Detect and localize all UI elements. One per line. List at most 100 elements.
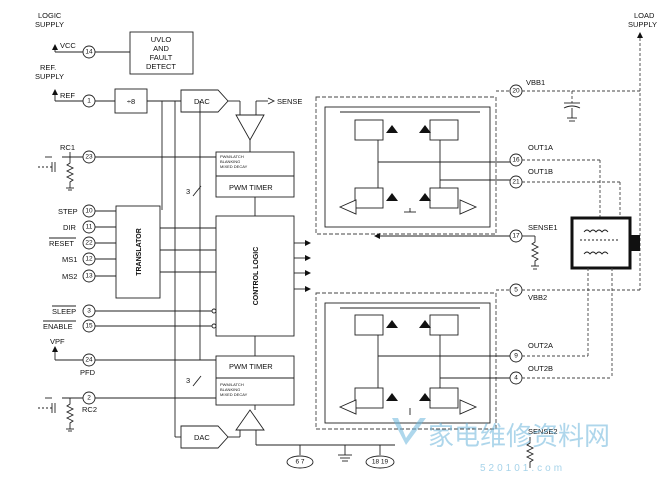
svg-text:SUPPLY: SUPPLY [628,20,657,29]
vpf-arrow-icon [52,346,58,352]
control-output-arrows [294,240,311,292]
stepper-motor-icon [570,216,640,270]
pin-ms2: MS2 13 [62,269,116,283]
dac-bottom: DAC [175,409,395,449]
svg-text:10: 10 [85,208,93,215]
ref-supply-label: REF. SUPPLY [35,63,64,95]
pin-vbb2: 5 VBB2 [496,283,640,302]
svg-text:PWM TIMER: PWM TIMER [229,362,273,371]
svg-text:5: 5 [514,287,518,294]
pwm-timer-top-block: PWM/LATCH BLANKING MIXED DECAY PWM TIMER [215,151,295,198]
svg-text:15: 15 [85,323,93,330]
svg-text:DAC: DAC [194,433,210,442]
sense-comparator-bottom [235,409,265,431]
ground-pins: 6 7 18 19 [286,445,395,469]
watermark: 家电维修资料网 520101.com [392,418,610,474]
svg-text:SUPPLY: SUPPLY [35,20,64,29]
svg-text:MIXED DECAY: MIXED DECAY [220,392,248,397]
svg-text:家电维修资料网: 家电维修资料网 [428,422,610,452]
svg-text:PWM TIMER: PWM TIMER [229,183,273,192]
sense-top: SENSE [235,97,302,152]
svg-text:SENSE1: SENSE1 [528,223,558,232]
svg-text:DIR: DIR [63,223,77,232]
logic-supply-arrow-icon [52,44,58,50]
svg-text:STEP: STEP [58,207,78,216]
svg-text:520101.com: 520101.com [480,463,565,474]
svg-text:VPF: VPF [50,337,65,346]
svg-text:SENSE: SENSE [277,97,302,106]
pin-sleep: SLEEP 3 [52,304,217,318]
svg-text:÷8: ÷8 [127,97,135,106]
divide-by-8-block: ÷8 [114,88,181,114]
pwm-timer-bottom-block: PWM TIMER PWM/LATCH BLANKING MIXED DECAY [215,355,295,410]
svg-text:14: 14 [85,49,93,56]
pin-rc2: 2 RC2 [38,391,216,432]
svg-text:SUPPLY: SUPPLY [35,72,64,81]
pin-sense1: SENSE1 17 [374,223,558,270]
svg-text:MS2: MS2 [62,272,77,281]
svg-text:3: 3 [186,376,190,385]
svg-text:AND: AND [153,44,169,53]
svg-text:4: 4 [514,375,518,382]
svg-text:9: 9 [514,353,518,360]
svg-text:DETECT: DETECT [146,62,176,71]
svg-text:FAULT: FAULT [150,53,173,62]
pin-sense2: SENSE2 [525,427,558,468]
svg-text:3: 3 [87,308,91,315]
bus-width-bottom: 3 [186,375,202,387]
svg-text:REF: REF [60,91,75,100]
watermark-logo-icon [392,418,426,445]
svg-text:MS1: MS1 [62,255,77,264]
svg-text:RC2: RC2 [82,405,97,414]
svg-text:VBB2: VBB2 [528,293,547,302]
svg-text:ENABLE: ENABLE [43,322,73,331]
pin-step: STEP 10 [58,204,116,218]
svg-text:BLANKING: BLANKING [220,387,240,392]
svg-text:11: 11 [86,224,93,231]
svg-text:16: 16 [512,157,520,164]
svg-text:RC1: RC1 [60,143,75,152]
svg-text:CONTROL LOGIC: CONTROL LOGIC [253,247,260,306]
dac-top: DAC [180,89,241,115]
svg-text:PWM/LATCH: PWM/LATCH [220,382,244,387]
svg-text:LOAD: LOAD [634,11,655,20]
pin-out1a: OUT1A 16 [509,143,601,220]
svg-text:REF.: REF. [40,63,56,72]
svg-text:20: 20 [512,88,520,95]
svg-text:22: 22 [85,240,93,247]
pin-ref: REF 1 [54,91,115,108]
svg-text:SENSE2: SENSE2 [528,427,558,436]
h-bridge-1 [315,96,510,235]
svg-text:OUT2B: OUT2B [528,364,553,373]
svg-text:SLEEP: SLEEP [52,307,76,316]
pin-ms1: MS1 12 [62,252,116,266]
svg-text:PFD: PFD [80,368,96,377]
pin-out1b: OUT1B 21 [509,167,621,220]
svg-text:23: 23 [85,154,93,161]
svg-text:6 7: 6 7 [295,459,304,466]
pin-vbb1: VBB1 20 [496,78,640,122]
pin-enable: ENABLE 15 [43,319,217,333]
svg-text:TRANSLATOR: TRANSLATOR [136,228,143,276]
h-bridge-2 [315,292,510,430]
svg-text:OUT2A: OUT2A [528,341,553,350]
control-logic-block: CONTROL LOGIC [160,197,311,356]
svg-text:VCC: VCC [60,41,76,50]
svg-text:2: 2 [87,395,91,402]
svg-text:1: 1 [87,98,91,105]
transistor-array-top1 [354,119,459,209]
svg-text:MIXED DECAY: MIXED DECAY [220,164,248,169]
svg-text:18 19: 18 19 [372,459,389,466]
svg-text:RESET: RESET [49,239,74,248]
svg-text:VBB1: VBB1 [526,78,545,87]
load-supply-arrow-icon [637,32,643,38]
svg-text:PWM/LATCH: PWM/LATCH [220,154,244,159]
svg-text:24: 24 [85,357,93,364]
svg-text:13: 13 [85,273,93,280]
pin-vcc: VCC 14 [55,41,130,59]
pin-out2b: OUT2B 4 [509,268,613,385]
svg-text:BLANKING: BLANKING [220,159,240,164]
sense-comparator-top [235,114,265,141]
svg-text:LOGIC: LOGIC [38,11,62,20]
